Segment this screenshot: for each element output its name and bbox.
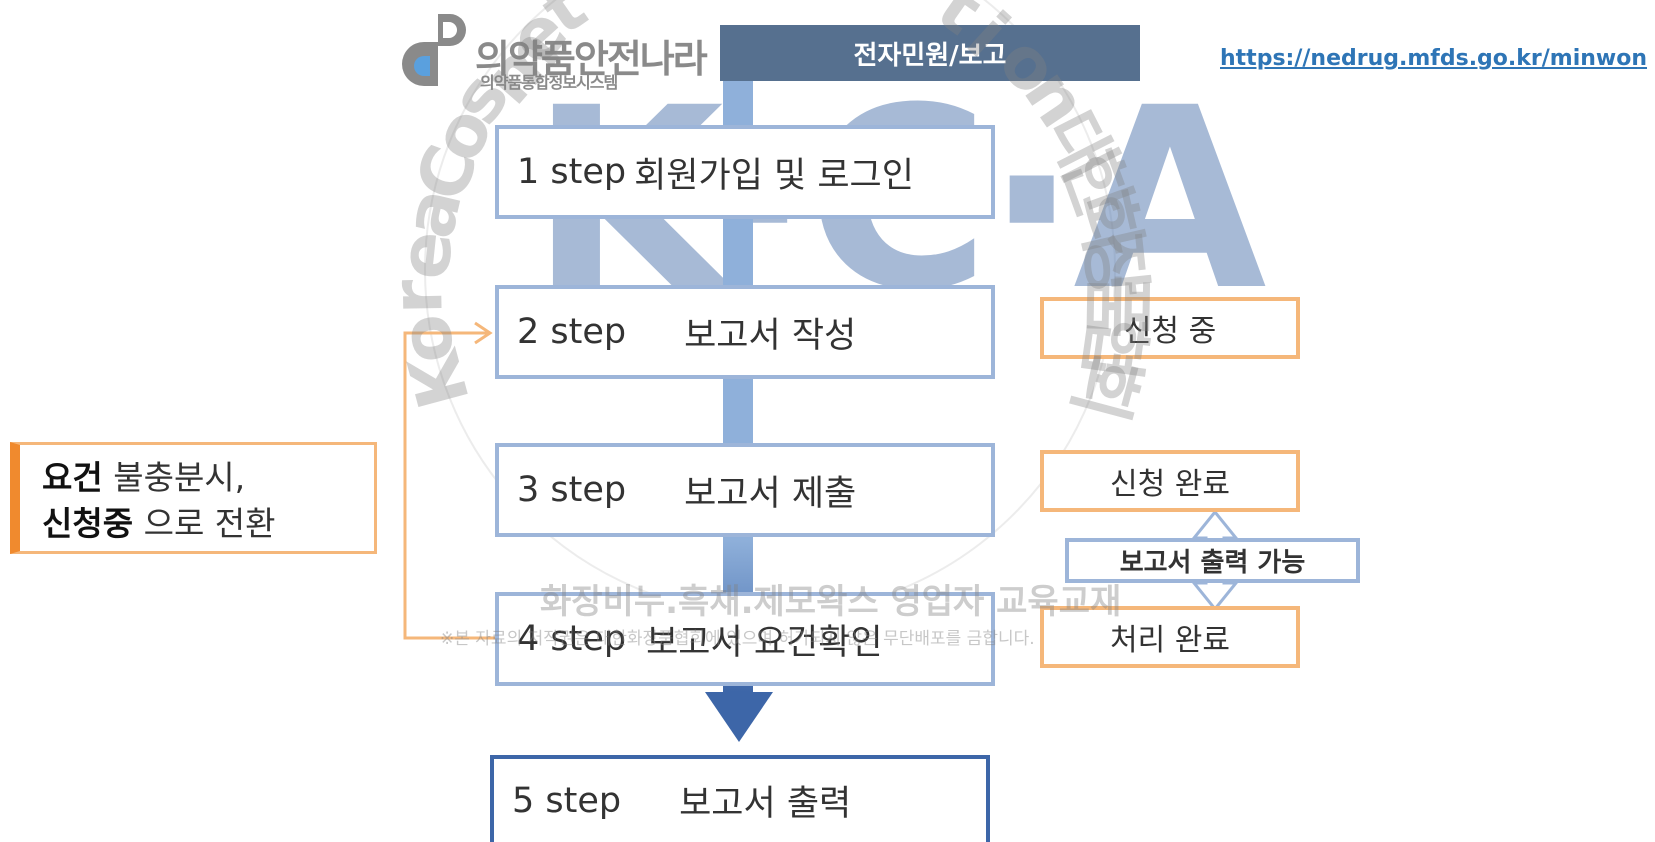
minwon-link[interactable]: https://nedrug.mfds.go.kr/minwon	[1220, 46, 1648, 71]
arrow-head	[705, 692, 773, 742]
condition-note: 요건 불충분시, 신청중 으로 전환	[10, 442, 377, 554]
step-number: 1 step	[517, 152, 627, 192]
step-label: 보고서 출력	[679, 784, 852, 824]
feedback-line	[403, 331, 495, 640]
step-label: 보고서 작성	[684, 315, 857, 356]
logo-title: 의약품안전나라	[475, 37, 708, 81]
step-number: 5 step	[512, 780, 622, 821]
note-line-1: 요건 불충분시,	[42, 458, 246, 497]
note-status-keyword: 신청중	[42, 504, 134, 543]
header-title: 전자민원/보고	[720, 25, 1140, 81]
status-submitted: 신청 완료	[1040, 450, 1300, 512]
step-1-box: 1 step 회원가입 및 로그인	[495, 125, 995, 219]
step-number: 3 step	[517, 470, 627, 510]
step-label: 보고서 제출	[684, 473, 857, 514]
step-label: 회원가입 및 로그인	[634, 155, 914, 196]
step-number: 4 step	[517, 619, 627, 659]
status-processed: 처리 완료	[1040, 606, 1300, 668]
logo-icon	[402, 14, 466, 86]
feedback-arrowhead	[474, 321, 493, 345]
step-2-box: 2 step 보고서 작성	[495, 285, 995, 379]
status-print-available: 보고서 출력 가능	[1065, 538, 1360, 583]
logo-subtitle: 의약품통합정보시스템	[480, 73, 618, 92]
step-label: 보고서 요건확인	[646, 622, 883, 663]
step-4-box: 4 step 보고서 요건확인	[495, 592, 995, 686]
step-5-box: 5 step 보고서 출력	[490, 755, 990, 842]
step-3-box: 3 step 보고서 제출	[495, 443, 995, 537]
status-pending: 신청 중	[1040, 297, 1300, 359]
note-line-2: 신청중 으로 전환	[42, 504, 276, 543]
note-keyword: 요건	[42, 458, 103, 497]
step-number: 2 step	[517, 312, 627, 352]
